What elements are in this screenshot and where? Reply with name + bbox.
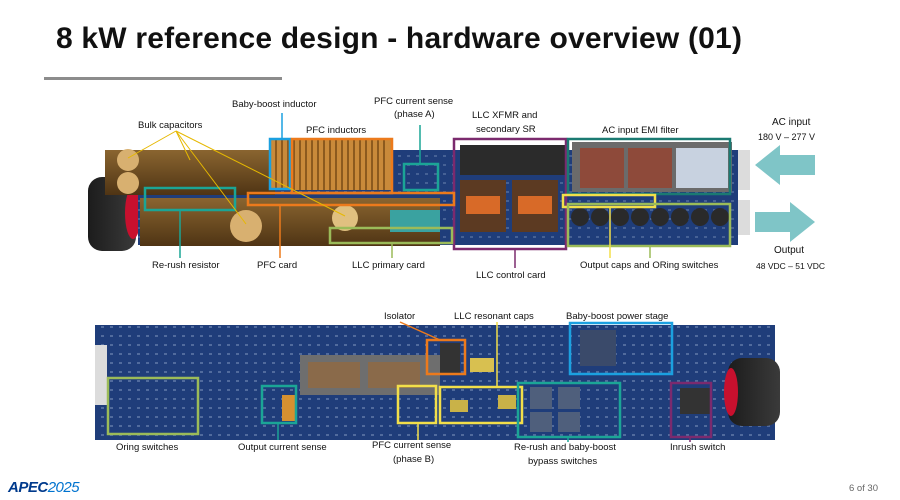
- label-ac-emi-filter: AC input EMI filter: [602, 125, 679, 136]
- page-number: 6 of 30: [848, 483, 878, 494]
- box-pfc-card: [246, 191, 456, 207]
- label-baby-boost-inductor: Baby-boost inductor: [232, 99, 317, 110]
- top-board: [88, 140, 750, 251]
- label-llc-primary-card: LLC primary card: [352, 260, 425, 271]
- box-llc-resonant-caps: [438, 385, 524, 425]
- box-llc-primary-card: [328, 226, 454, 245]
- label-pfc-current-sense-b-line1: PFC current sense: [372, 440, 452, 451]
- output-arrow: [755, 202, 815, 242]
- bottom-fan: [728, 358, 780, 426]
- label-output-current-sense: Output current sense: [238, 442, 327, 453]
- box-output-current-sense: [260, 384, 298, 425]
- label-bulk-capacitors: Bulk capacitors: [138, 120, 203, 131]
- box-isolator: [425, 338, 467, 376]
- box-output-caps: [566, 202, 732, 248]
- label-rerush-bypass-line1: Re-rush and baby-boost: [514, 442, 616, 453]
- slide-title: 8 kW reference design - hardware overvie…: [56, 22, 743, 55]
- label-ac-input: AC input: [772, 117, 811, 128]
- bottom-annotation-boxes: [106, 321, 713, 439]
- label-pfc-card: PFC card: [257, 260, 298, 271]
- label-pfc-current-sense-a-line2: (phase A): [394, 109, 435, 120]
- label-llc-xfmr-line1: LLC XFMR and: [472, 110, 538, 121]
- top-annotation-boxes: [143, 137, 732, 251]
- bulk-cap-leaders: [127, 130, 346, 225]
- label-isolator: Isolator: [384, 311, 416, 322]
- box-baby-boost-inductor: [268, 137, 292, 191]
- box-rerush-bypass: [516, 381, 622, 439]
- box-pfc-current-sense-a: [402, 162, 440, 192]
- label-rerush-resistor: Re-rush resistor: [152, 260, 220, 271]
- label-pfc-inductors: PFC inductors: [306, 125, 367, 136]
- label-pfc-current-sense-a-line1: PFC current sense: [374, 96, 454, 107]
- apec-logo: APEC2025: [8, 479, 80, 496]
- top-fan: [88, 177, 136, 251]
- label-pfc-current-sense-b-line2: (phase B): [393, 454, 435, 465]
- label-llc-xfmr-line2: secondary SR: [476, 124, 536, 135]
- label-output-caps: Output caps and ORing switches: [580, 260, 719, 271]
- box-rerush-resistor: [143, 186, 237, 212]
- box-llc-control-card: [561, 193, 657, 209]
- ac-input-arrow: [755, 145, 815, 185]
- box-inrush-switch: [669, 381, 713, 439]
- box-oring-switches: [106, 376, 200, 436]
- label-baby-boost-stage: Baby-boost power stage: [566, 311, 669, 322]
- label-oring-switches: Oring switches: [116, 442, 179, 453]
- label-ac-input-range: 180 V – 277 V: [758, 132, 816, 142]
- label-rerush-bypass-line2: bypass switches: [528, 456, 598, 467]
- label-output: Output: [774, 245, 805, 256]
- label-llc-control-card: LLC control card: [476, 270, 546, 281]
- pfc-inductors-coils: [270, 140, 392, 190]
- label-llc-resonant-caps: LLC resonant caps: [454, 311, 534, 322]
- box-baby-boost-stage: [568, 321, 674, 376]
- label-inrush-switch: Inrush switch: [670, 442, 726, 453]
- box-pfc-current-sense-b: [396, 384, 438, 425]
- title-underline: [44, 77, 282, 80]
- label-output-range: 48 VDC – 51 VDC: [756, 261, 825, 271]
